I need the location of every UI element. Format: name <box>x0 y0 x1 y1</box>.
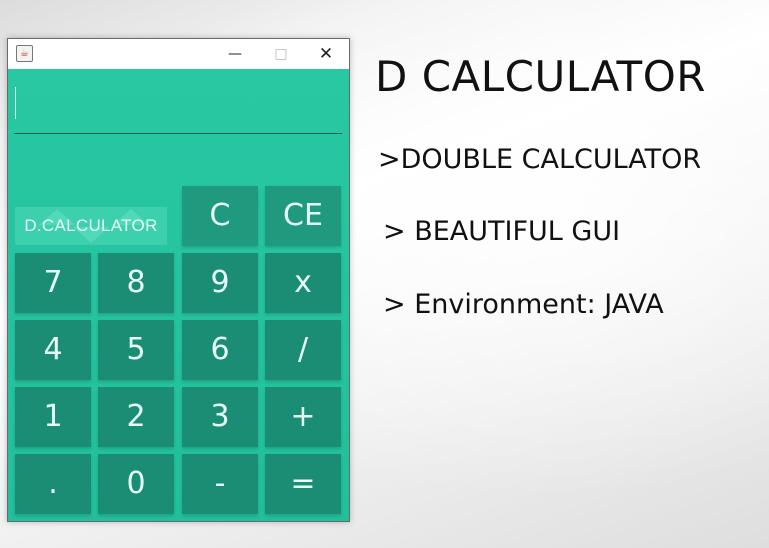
slide-bullet-2: > BEAUTIFUL GUI <box>383 216 621 247</box>
close-button[interactable]: ✕ <box>318 44 334 64</box>
key-7[interactable]: 7 <box>15 253 91 313</box>
equals-button[interactable]: = <box>265 454 341 514</box>
clear-button[interactable]: C <box>182 186 258 246</box>
key-0[interactable]: 0 <box>98 454 174 514</box>
logo-decoration <box>39 209 75 225</box>
maximize-button[interactable]: □ <box>274 46 288 62</box>
key-3[interactable]: 3 <box>182 387 258 447</box>
slide-bullet-3: > Environment: JAVA <box>383 289 664 320</box>
multiply-button[interactable]: x <box>265 253 341 313</box>
text-caret <box>15 87 16 119</box>
key-6[interactable]: 6 <box>182 320 258 380</box>
calculator-body: D.CALCULATOR C CE 7 8 9 x 4 5 6 / 1 2 3 … <box>8 69 349 521</box>
logo-decoration <box>113 209 149 225</box>
minus-button[interactable]: - <box>182 454 258 514</box>
divide-button[interactable]: / <box>265 320 341 380</box>
slide-bullet-1: >DOUBLE CALCULATOR <box>378 144 702 175</box>
calculator-logo: D.CALCULATOR <box>15 207 167 245</box>
key-8[interactable]: 8 <box>98 253 174 313</box>
clear-entry-button[interactable]: CE <box>265 186 341 246</box>
key-4[interactable]: 4 <box>15 320 91 380</box>
key-5[interactable]: 5 <box>98 320 174 380</box>
logo-text: D.CALCULATOR <box>24 216 158 235</box>
slide-title: D CALCULATOR <box>375 52 706 101</box>
key-2[interactable]: 2 <box>98 387 174 447</box>
decimal-button[interactable]: . <box>15 454 91 514</box>
minimize-button[interactable]: — <box>228 46 242 62</box>
calculator-window: ☕ — □ ✕ D.CALCULATOR C CE 7 8 9 x 4 5 6 … <box>7 38 350 522</box>
plus-button[interactable]: + <box>265 387 341 447</box>
logo-decoration <box>73 227 109 243</box>
key-1[interactable]: 1 <box>15 387 91 447</box>
display-field[interactable] <box>14 79 342 134</box>
key-9[interactable]: 9 <box>182 253 258 313</box>
title-bar[interactable]: ☕ — □ ✕ <box>8 39 349 69</box>
java-icon: ☕ <box>16 45 33 62</box>
